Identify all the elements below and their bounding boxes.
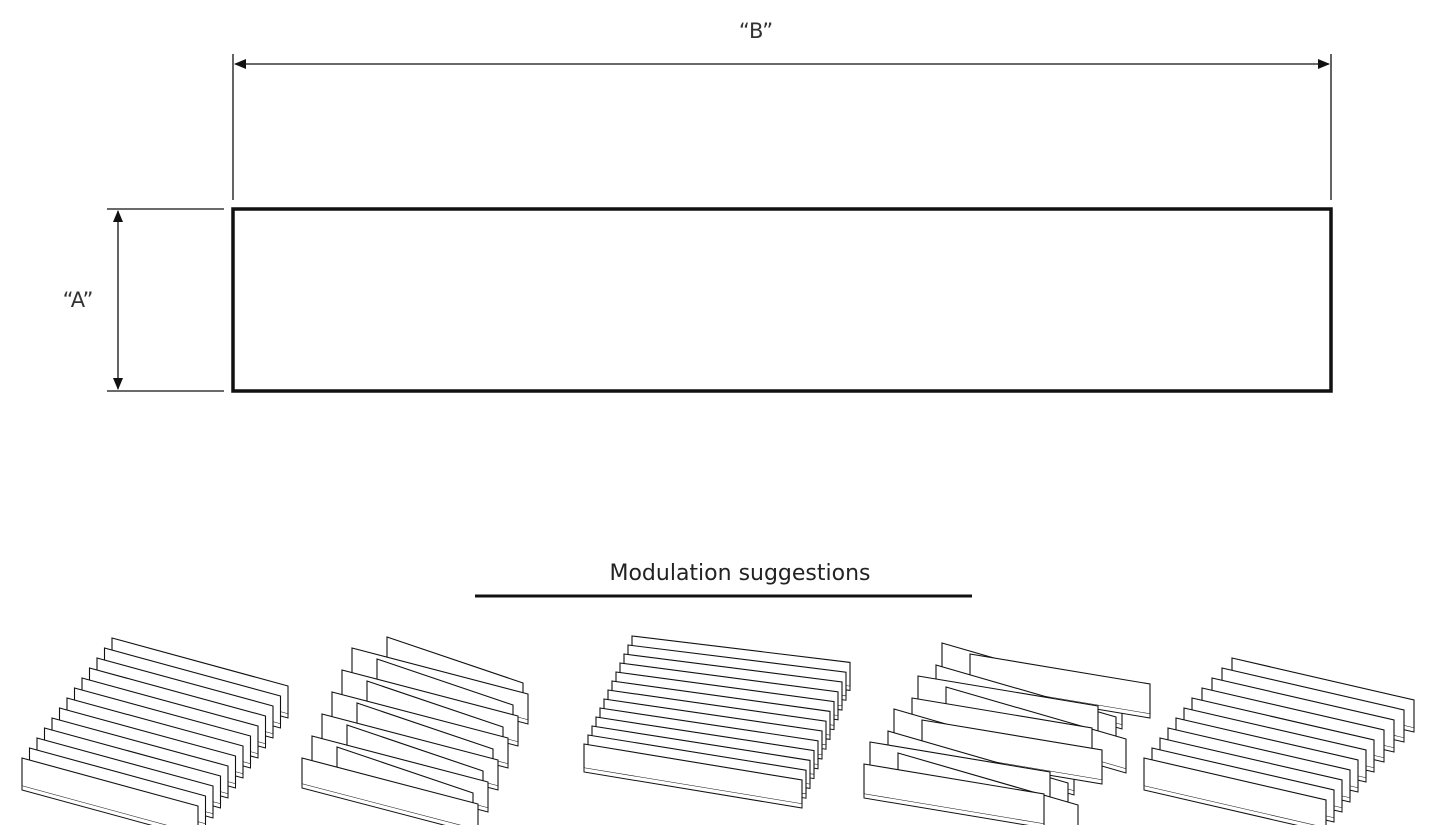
plank xyxy=(1143,757,1327,825)
plank xyxy=(21,757,199,825)
width-label: “B” xyxy=(739,19,773,43)
modulation-stack-offset xyxy=(863,642,1151,825)
plank xyxy=(301,757,479,825)
modulation-stack-stepped xyxy=(1143,657,1415,825)
height-label: “A” xyxy=(63,288,94,312)
modulation-stack-uniform xyxy=(21,637,289,825)
plank-edge xyxy=(301,784,459,825)
panel-outline xyxy=(231,207,1333,393)
plank-edge xyxy=(1143,786,1313,825)
modulation-stack-staggered xyxy=(301,636,529,825)
plank-edge xyxy=(863,794,1045,825)
plank-edge xyxy=(21,786,165,825)
width-dimension: “B” xyxy=(232,19,1332,200)
modulation-heading: Modulation suggestions xyxy=(609,561,870,586)
plank-edge xyxy=(583,768,803,809)
height-dimension: “A” xyxy=(63,208,224,392)
modulation-stack-fanned xyxy=(583,635,851,809)
